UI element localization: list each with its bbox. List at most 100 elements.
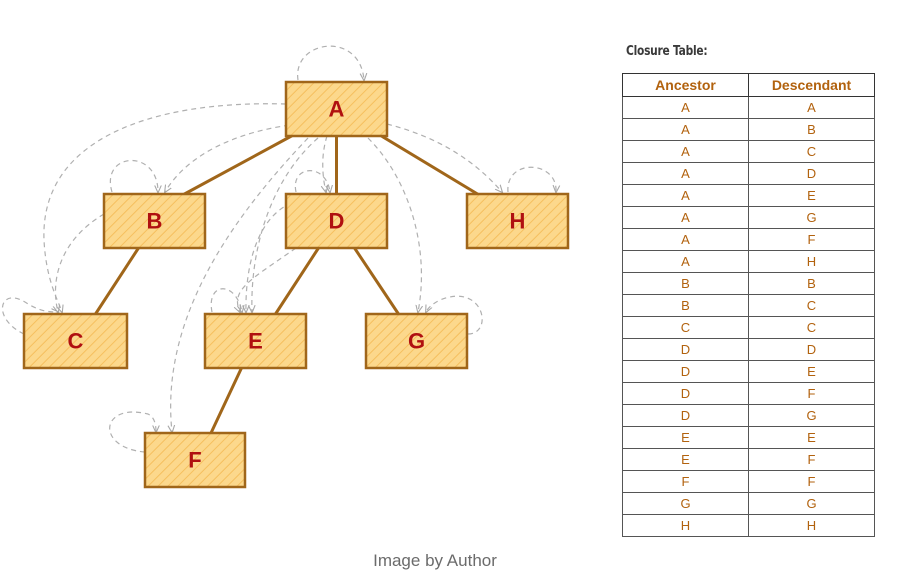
ancestor-cell: A [622,250,749,273]
node-label: F [188,448,201,473]
ancestor-cell: B [622,272,749,295]
closure-arc-h-h [507,166,556,192]
tree-nodes: A B D H C E G F [22,80,570,489]
ancestor-cell: A [622,162,749,185]
node-box [102,192,207,250]
node-label: B [147,209,163,234]
node-h: H [465,192,570,250]
node-label: C [68,329,84,354]
ancestor-cell: E [622,426,749,449]
closure-arc-f-f [109,411,156,453]
descendant-cell: E [748,184,875,207]
tree-edge-A-B [183,134,293,196]
image-caption: Image by Author [373,551,497,570]
descendant-cell: F [748,228,875,251]
node-e: E [203,312,308,370]
closure-arc-g-g [426,295,483,335]
node-label: H [510,209,526,234]
descendant-cell: F [748,382,875,405]
tree-diagram: A B D H C E G F [1,45,570,489]
closure-arc-a-b [165,123,299,192]
descendant-column-header: Descendant [748,73,875,97]
node-d: D [284,192,389,250]
node-box [465,192,570,250]
closure-arc-a-a [297,45,364,80]
ancestor-cell: F [622,470,749,493]
descendant-cell: C [748,294,875,317]
closure-arc-c-c [1,297,58,335]
ancestor-cell: B [622,294,749,317]
node-g: G [364,312,469,370]
descendant-cell: B [748,118,875,141]
descendant-cell: F [748,470,875,493]
ancestor-cell: D [622,404,749,427]
node-a: A [284,80,389,138]
closure-arc-d-d [294,170,330,192]
ancestor-cell: A [622,184,749,207]
descendant-cell: H [748,250,875,273]
closure-arc-a-c [43,103,287,312]
closure-arc-b-c [55,213,105,312]
ancestor-cell: D [622,382,749,405]
descendant-cell: C [748,140,875,163]
node-label: E [248,329,263,354]
descendant-cell: E [748,360,875,383]
node-box [284,192,389,250]
ancestor-cell: A [622,228,749,251]
tree-edge-E-F [209,366,243,435]
tree-edges [94,134,479,435]
ancestor-cell: A [622,206,749,229]
node-c: C [22,312,129,370]
closure-table-title: Closure Table: [626,44,708,59]
ancestor-cell: D [622,360,749,383]
ancestor-cell: G [622,492,749,515]
ancestor-column-header: Ancestor [622,73,749,97]
node-label: D [329,209,345,234]
ancestor-cell: A [622,96,749,119]
descendant-cell: D [748,162,875,185]
descendant-cell: H [748,514,875,537]
ancestor-cell: A [622,118,749,141]
node-box [143,431,247,489]
closure-arc-d-f [237,247,297,312]
node-label: G [408,329,425,354]
closure-arc-b-b [109,159,158,192]
ancestor-cell: C [622,316,749,339]
tree-edge-D-E [274,246,320,316]
closure-arc-a-h [386,123,502,192]
closure-arc-a-g [367,137,421,312]
descendant-cell: G [748,404,875,427]
descendant-cell: G [748,206,875,229]
node-box [364,312,469,370]
node-box [284,80,389,138]
node-label: A [329,97,345,122]
descendant-cell: F [748,448,875,471]
closure-arc-a-f [171,137,309,432]
closure-table-header: Ancestor Descendant [622,73,875,97]
descendant-cell: B [748,272,875,295]
closure-arc-e-e [210,288,242,312]
node-box [203,312,308,370]
ancestor-cell: E [622,448,749,471]
ancestor-cell: A [622,140,749,163]
tree-edge-D-G [353,246,400,316]
descendant-cell: C [748,316,875,339]
